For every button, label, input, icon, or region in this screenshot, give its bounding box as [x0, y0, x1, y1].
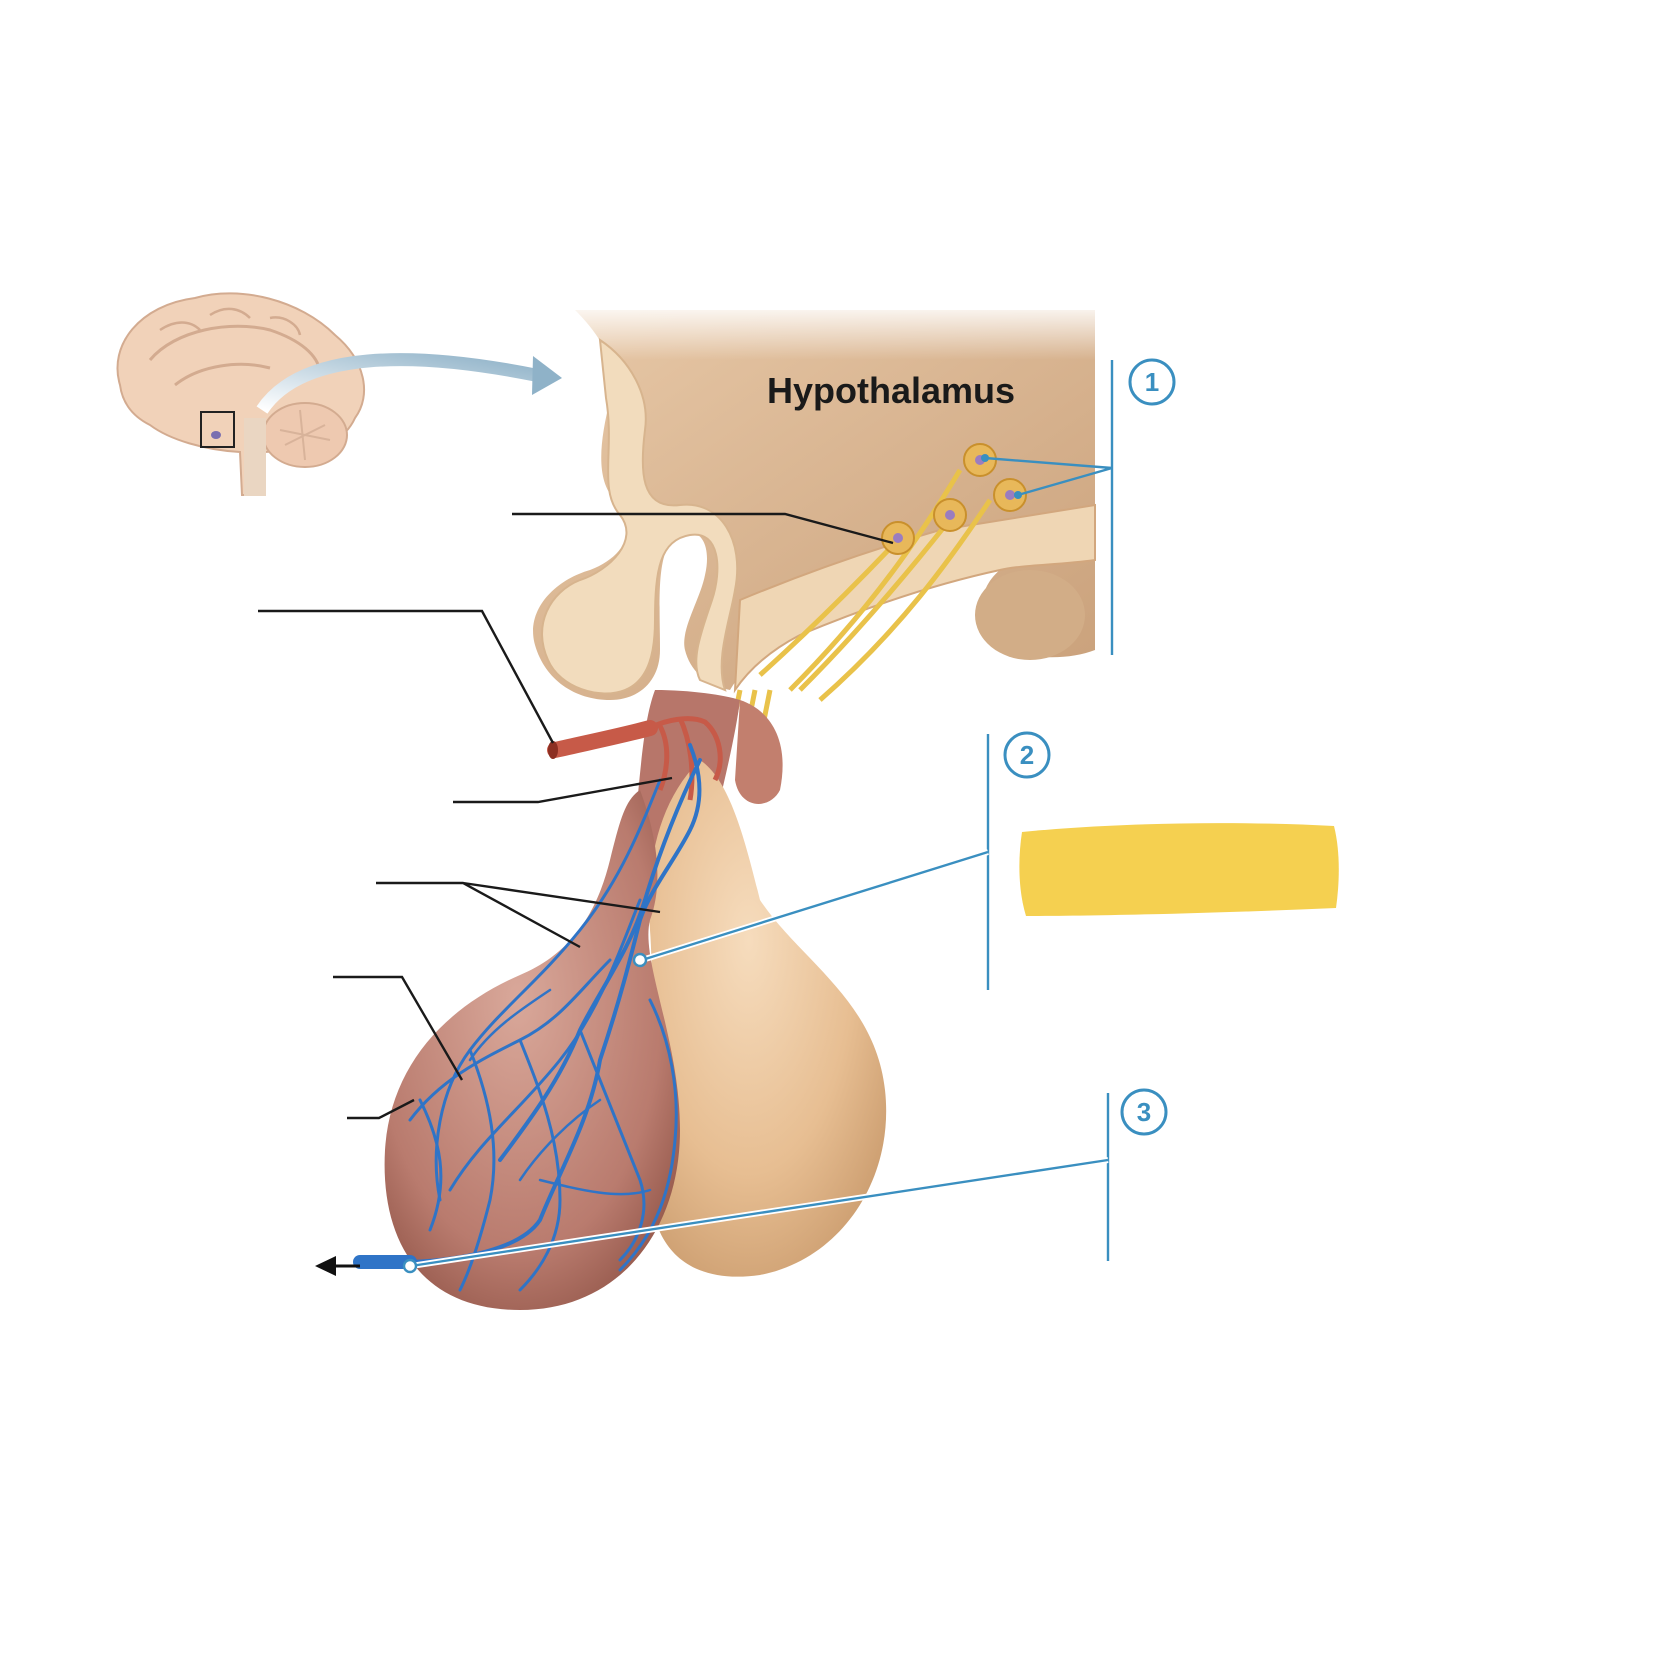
- diagram-title: Hypothalamus: [767, 370, 1015, 411]
- step-badge-3: 3: [1120, 1088, 1168, 1136]
- svg-text:3: 3: [1137, 1097, 1151, 1127]
- neurosecretory-neurons: [727, 443, 1027, 741]
- step-1-bracket: [981, 360, 1114, 655]
- svg-text:1: 1: [1145, 367, 1159, 397]
- hypothalamus-tissue: [533, 300, 1105, 700]
- step-3-bracket: [402, 1093, 1110, 1274]
- leader-neurons: [512, 512, 894, 545]
- hypophyseal-artery: [547, 716, 723, 801]
- blood-outflow-arrow: [315, 1256, 360, 1276]
- leader-primary-capillaries: [453, 776, 673, 804]
- label-leader-lines: [258, 512, 894, 1120]
- leader-portal-veins: [376, 881, 661, 949]
- step-badge-2: 2: [1003, 731, 1051, 779]
- step-badge-1: 1: [1128, 358, 1176, 406]
- leader-secondary-capillaries: [333, 975, 464, 1081]
- highlighted-label-cover: [1019, 823, 1339, 916]
- brain-inset-illustration: [116, 292, 366, 496]
- zoom-arrow: [256, 353, 562, 414]
- inset-focus-box: [200, 411, 235, 448]
- anterior-pituitary: [384, 790, 680, 1310]
- posterior-pituitary: [649, 760, 887, 1277]
- step-2-bracket: [632, 734, 990, 990]
- svg-text:2: 2: [1020, 740, 1034, 770]
- portal-venous-network: [353, 743, 702, 1292]
- leader-anterior-lobe: [347, 1098, 415, 1120]
- leader-artery: [258, 609, 555, 744]
